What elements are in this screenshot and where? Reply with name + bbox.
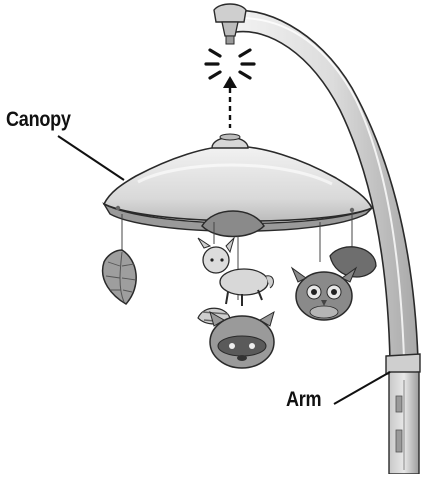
owl-toy-icon <box>292 247 376 320</box>
canopy-label: Canopy <box>6 108 71 132</box>
arm-leader-line <box>334 372 390 404</box>
deer-toy-icon <box>198 238 273 306</box>
raccoon-toy-icon <box>198 308 274 368</box>
arm-label: Arm <box>286 388 321 412</box>
assembly-arrow-icon <box>223 76 237 128</box>
canopy-leader-line <box>58 136 124 180</box>
click-burst-icon <box>206 50 254 78</box>
leaf-toy-icon <box>103 250 137 304</box>
